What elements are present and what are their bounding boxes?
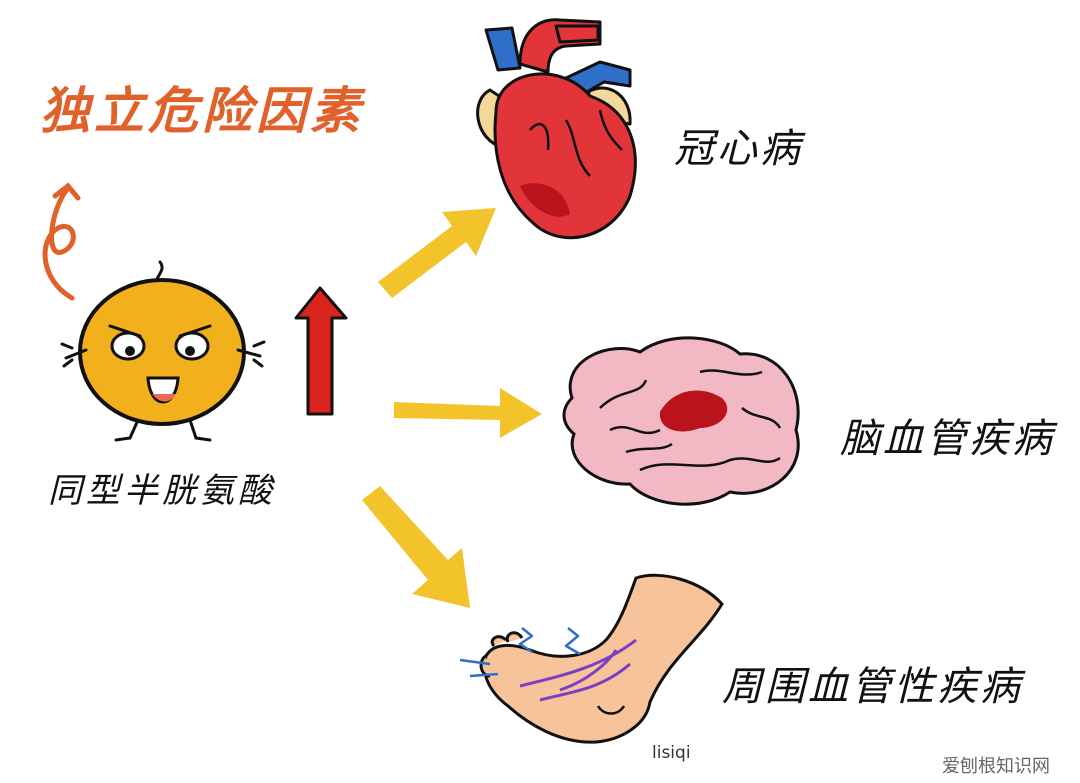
brain-icon: [562, 336, 800, 506]
mascot-icon: [60, 260, 266, 442]
peripheral-label: 周围血管性疾病: [722, 664, 1026, 710]
coronary-label: 冠心病: [674, 126, 806, 172]
arrow-to-foot-icon: [362, 486, 470, 608]
arrow-to-heart-icon: [378, 208, 496, 298]
molecule-label: 同型半胱氨酸: [48, 471, 276, 511]
signature-text: lisiqi: [652, 743, 691, 763]
risk-factor-label: 独立危险因素: [40, 82, 366, 140]
watermark-text: 爱刨根知识网: [942, 756, 1050, 777]
curl-arrow-icon: [42, 182, 81, 301]
arrow-to-brain-icon: [394, 388, 542, 438]
foot-icon: [459, 573, 724, 744]
heart-icon: [476, 18, 637, 239]
up-arrow-icon: [294, 286, 348, 416]
cerebro-label: 脑血管疾病: [840, 416, 1058, 462]
